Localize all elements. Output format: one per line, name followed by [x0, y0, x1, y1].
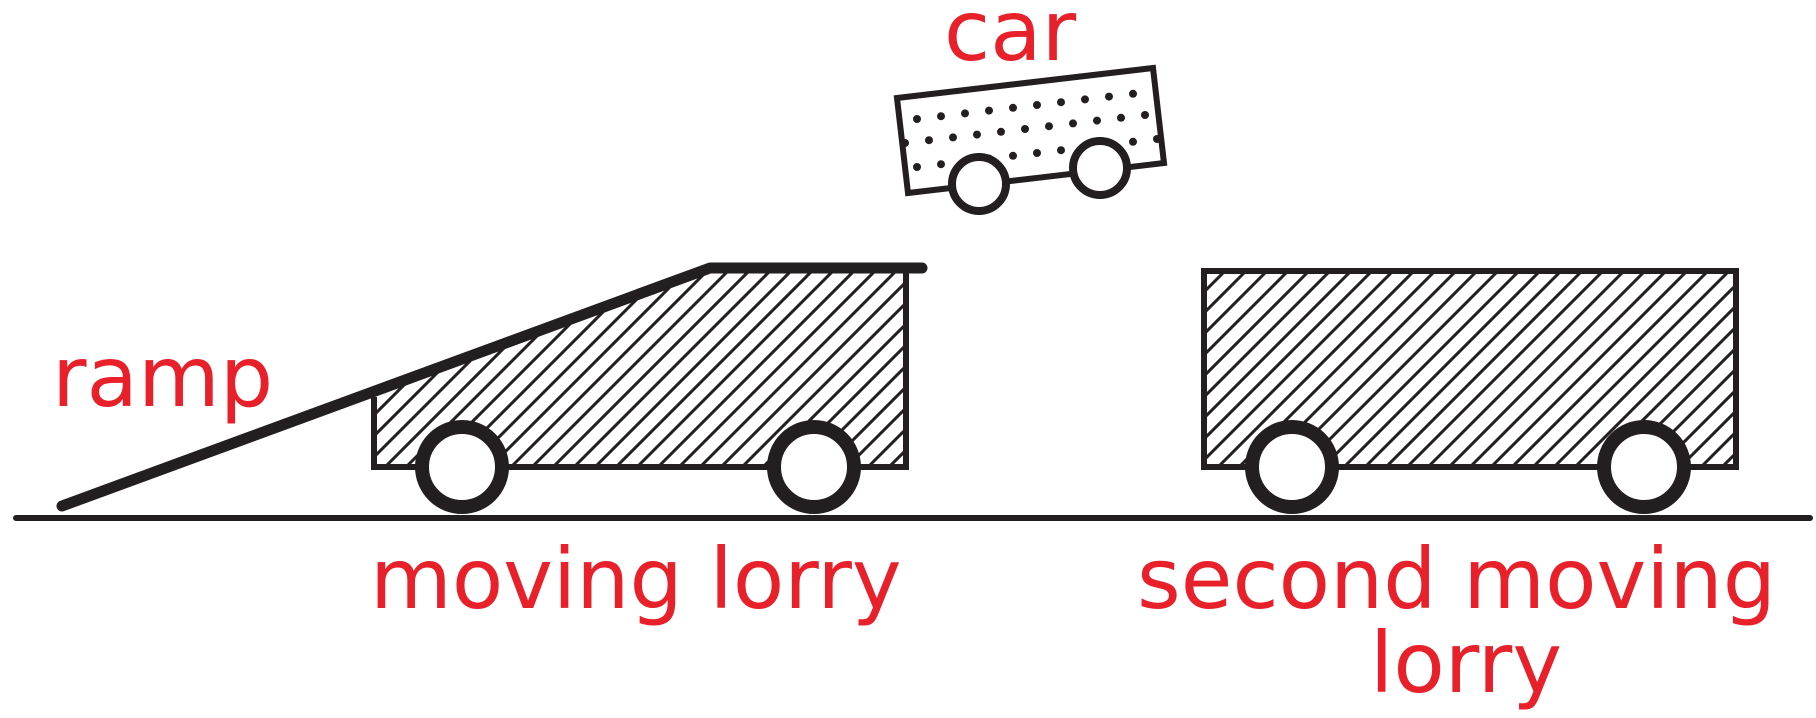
- hatch-line: [1204, 271, 1353, 421]
- stipple-dot: [937, 112, 945, 121]
- moving-lorry-outline: [371, 271, 909, 470]
- second-lorry-outline: [1201, 268, 1739, 470]
- hatch-line: [1678, 408, 1736, 467]
- hatch-line: [866, 272, 906, 467]
- car-body-outline: [893, 64, 1168, 197]
- hatch-line: [1426, 271, 1626, 467]
- stipple-dot: [1141, 111, 1149, 119]
- second-moving-lorry: [1201, 268, 1739, 514]
- car-label: car: [944, 0, 1077, 80]
- second-lorry-front-wheel: [1597, 420, 1691, 514]
- hatch-line: [1204, 271, 1395, 463]
- stipple-dot: [1057, 146, 1065, 155]
- hatch-line: [614, 272, 817, 467]
- stipple-dot: [985, 106, 993, 115]
- hatch-line: [656, 272, 859, 467]
- stipple-dot: [961, 109, 969, 118]
- stipple-dot: [1129, 137, 1137, 146]
- second-lorry-label-line1: second moving: [1137, 530, 1776, 628]
- hatch-line: [1699, 429, 1736, 467]
- car-front-wheel: [1069, 137, 1131, 199]
- hatch-line: [1321, 271, 1521, 467]
- hatch-line: [677, 272, 880, 467]
- stipple-dot: [1045, 122, 1053, 131]
- stipple-dot: [1105, 92, 1113, 101]
- hatch-line: [1204, 271, 1290, 358]
- moving-lorry-rear-wheel: [415, 420, 509, 514]
- stipple-dot: [1009, 151, 1017, 160]
- car: [893, 60, 1185, 215]
- moving-lorry-front-wheel: [767, 420, 861, 514]
- stipple-dot: [1033, 101, 1041, 109]
- hatch-line: [887, 272, 906, 467]
- ramp-surface: [56, 262, 928, 512]
- hatch-line: [488, 272, 691, 467]
- hatch-line: [1204, 271, 1374, 442]
- stipple-dot: [1081, 95, 1089, 104]
- stipple-dot: [913, 115, 921, 123]
- hatch-line: [530, 272, 733, 467]
- stipple-dot: [1129, 89, 1137, 98]
- hatch-line: [1447, 271, 1647, 467]
- hatch-line: [572, 272, 775, 467]
- hatch-line: [1204, 271, 1206, 274]
- stipple-dot: [1165, 60, 1173, 68]
- hatch-line: [1468, 271, 1668, 467]
- hatch-line: [1204, 271, 1227, 295]
- hatch-line: [1204, 271, 1248, 316]
- stipple-dot: [913, 163, 921, 171]
- hatch-line: [1510, 271, 1710, 467]
- hatch-line: [1216, 271, 1416, 467]
- ramp: [56, 262, 928, 512]
- second-lorry-rear-wheel: [1245, 420, 1339, 514]
- stipple-dot: [973, 130, 981, 139]
- hatch-line: [719, 272, 906, 467]
- hatch-line: [509, 272, 712, 467]
- moving-lorry: [371, 271, 909, 514]
- hatch-line: [1300, 271, 1500, 467]
- ramp-label: ramp: [52, 328, 273, 426]
- stipple-dot: [1117, 113, 1125, 122]
- hatch-line: [635, 272, 838, 467]
- stipple-dot: [1057, 98, 1065, 107]
- stipple-dot: [997, 127, 1005, 136]
- hatch-line: [593, 272, 796, 467]
- second-lorry-hatching: [1204, 271, 1736, 467]
- hatch-line: [698, 272, 901, 467]
- stipple-dot: [1165, 108, 1173, 116]
- hatch-line: [740, 272, 906, 467]
- car-rear-wheel: [948, 153, 1010, 215]
- stipple-dot: [1069, 119, 1077, 128]
- stipple-dot: [1009, 103, 1017, 112]
- stipple-dot: [949, 133, 957, 142]
- second-lorry-label-line2: lorry: [1370, 614, 1562, 712]
- hatch-line: [1342, 271, 1542, 467]
- hatch-line: [551, 272, 754, 467]
- hatch-line: [1204, 271, 1311, 379]
- stipple-dot: [1033, 149, 1041, 157]
- stipple-dot: [1093, 116, 1101, 125]
- hatch-line: [824, 272, 906, 467]
- stipple-dot: [1177, 132, 1185, 140]
- stipple-dot: [1177, 84, 1185, 92]
- hatch-line: [1384, 271, 1584, 467]
- hatch-line: [1405, 271, 1605, 467]
- stipple-dot: [1021, 125, 1029, 133]
- hatch-line: [1363, 271, 1563, 467]
- hatch-line: [1573, 303, 1736, 467]
- hatch-line: [1489, 271, 1689, 467]
- hatch-line: [1204, 271, 1269, 337]
- stipple-dot: [937, 160, 945, 169]
- hatch-line: [1531, 271, 1731, 467]
- moving-lorry-label: moving lorry: [370, 530, 902, 628]
- hatch-line: [1204, 271, 1332, 400]
- hatch-line: [1552, 282, 1736, 467]
- hatch-line: [1657, 387, 1736, 467]
- hatch-line: [845, 272, 906, 467]
- stipple-dot: [925, 136, 933, 145]
